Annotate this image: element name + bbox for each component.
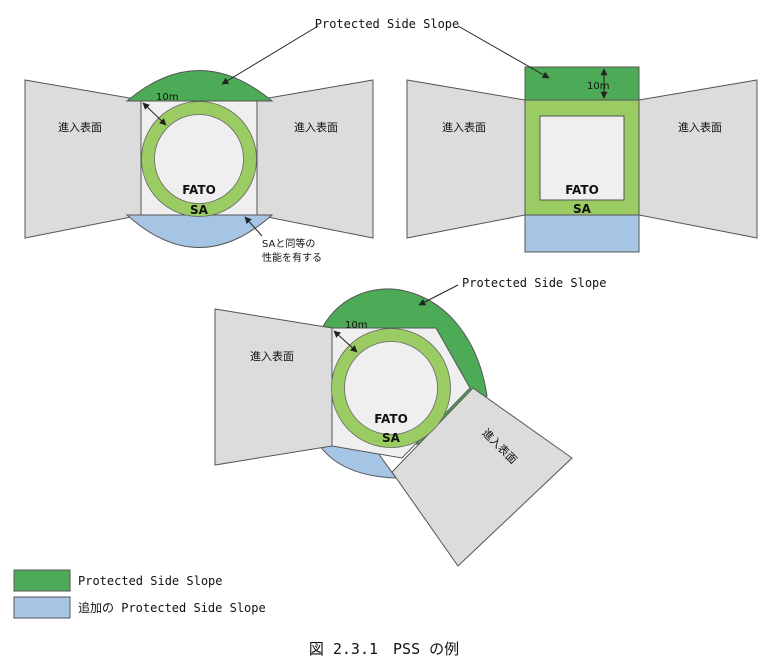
additional-pss-band-2: [524, 214, 640, 253]
example-circular-fato: 10m FATO SA 進入表面 進入表面 SAと同等の 性能を有する: [24, 70, 374, 264]
dist-10m-label-2: 10m: [587, 81, 609, 92]
approach-label-bl: 進入表面: [250, 349, 294, 363]
legend-label-additional: 追加の Protected Side Slope: [78, 600, 266, 615]
example-square-fato: 10m FATO SA 進入表面 進入表面: [406, 66, 758, 253]
pss-callout-top: Protected Side Slope: [221, 17, 550, 85]
approach-surface-left-2: [406, 79, 526, 239]
legend-swatch-additional: [13, 596, 71, 619]
sa-label-1: SA: [190, 203, 209, 217]
approach-label-tr: 進入表面: [294, 120, 338, 134]
fato-label-1: FATO: [182, 183, 216, 197]
dist-10m-label-3: 10m: [345, 320, 367, 331]
pss-callout-bottom-label: Protected Side Slope: [462, 276, 607, 290]
fato-label-2: FATO: [565, 183, 599, 197]
approach-surface-right-2: [638, 79, 758, 239]
sa-ring-3: [331, 328, 451, 448]
sa-label-3: SA: [382, 431, 401, 445]
fato-circle-3: [344, 341, 438, 435]
pss-top-band-2: [524, 66, 640, 101]
approach-label-tl: 進入表面: [58, 120, 102, 134]
figure-caption: 図 2.3.1 PSS の例: [309, 640, 459, 658]
fato-label-3: FATO: [374, 412, 408, 426]
approach-surface-right-1: [256, 79, 374, 239]
legend: Protected Side Slope 追加の Protected Side …: [13, 569, 266, 619]
sa-equivalent-note-line2: 性能を有する: [262, 251, 322, 264]
sa-label-2: SA: [573, 202, 592, 216]
approach-surface-diagonal-3: [391, 387, 573, 567]
pss-callout-top-label: Protected Side Slope: [315, 17, 460, 31]
fato-square-2: [539, 115, 625, 201]
legend-swatch-pss: [13, 569, 71, 592]
approach-label-rr: 進入表面: [678, 120, 722, 134]
sa-equivalent-note-line1: SAと同等の: [262, 237, 315, 250]
sa-ring-1: [141, 101, 257, 217]
legend-label-pss: Protected Side Slope: [78, 574, 223, 588]
approach-surface-left-3: [214, 308, 333, 466]
example-two-approaches: 10m FATO SA 進入表面 進入表面: [214, 288, 573, 567]
dist-10m-label-1: 10m: [156, 92, 178, 103]
approach-surface-left-1: [24, 79, 142, 239]
fato-circle-1: [154, 114, 244, 204]
additional-pss-bottom-1: [125, 214, 274, 248]
pss-callout-bottom: Protected Side Slope: [418, 276, 607, 306]
pss-top-segment-1: [125, 70, 274, 102]
approach-label-rl: 進入表面: [442, 120, 486, 134]
